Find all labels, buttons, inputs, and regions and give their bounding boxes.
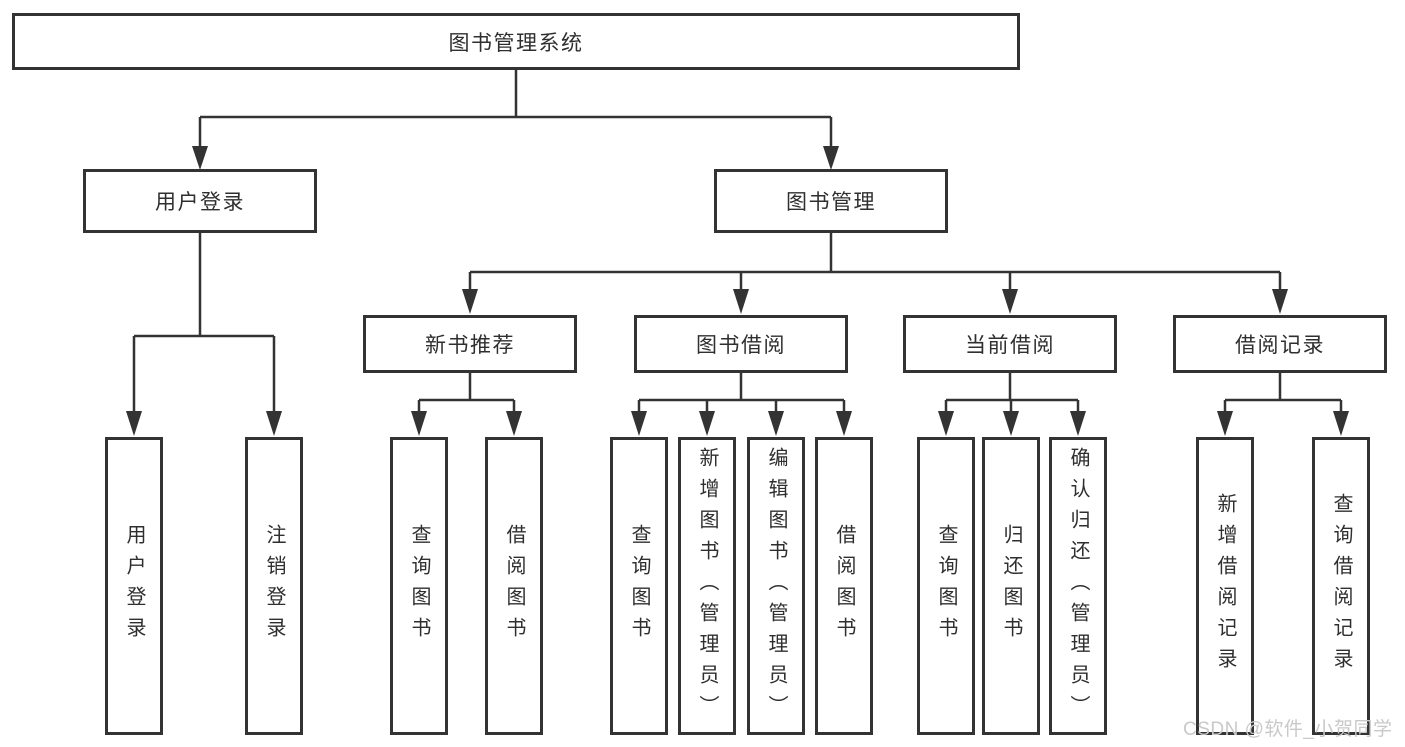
arrowhead — [1002, 289, 1018, 314]
connector-book-borrow — [631, 372, 852, 436]
node-leaf-confirm-return-admin: 确认归还（管理员） — [1049, 437, 1107, 735]
arrowhead — [411, 411, 427, 436]
arrowhead — [462, 289, 478, 314]
node-leaf-borrow-books-recommend: 借阅图书 — [485, 437, 543, 735]
arrowhead — [192, 146, 208, 170]
leaf-label: 归还图书 — [1000, 524, 1022, 648]
node-leaf-edit-book-admin: 编辑图书（管理员） — [747, 437, 805, 735]
arrowhead — [768, 411, 784, 436]
leaf-label: 查询图书 — [628, 524, 650, 648]
node-leaf-borrow-books: 借阅图书 — [815, 437, 873, 735]
connector-root — [192, 70, 839, 170]
arrowhead — [699, 411, 715, 436]
node-book-borrow: 图书借阅 — [634, 315, 848, 373]
leaf-label: 查询图书 — [408, 524, 430, 648]
node-root: 图书管理系统 — [12, 13, 1020, 70]
connector-borrow-record — [1217, 372, 1349, 436]
arrowhead — [1217, 411, 1233, 436]
arrowhead — [1333, 411, 1349, 436]
leaf-label: 用户登录 — [123, 524, 145, 648]
arrowhead — [938, 411, 954, 436]
leaf-label: 查询借阅记录 — [1330, 493, 1352, 679]
node-user-login: 用户登录 — [83, 169, 317, 233]
node-leaf-user-login: 用户登录 — [105, 437, 163, 735]
arrowhead — [126, 411, 142, 436]
node-leaf-logout: 注销登录 — [245, 437, 303, 735]
node-leaf-query-books-recommend: 查询图书 — [390, 437, 448, 735]
arrowhead — [266, 411, 282, 436]
node-leaf-query-books-borrow: 查询图书 — [610, 437, 668, 735]
arrowhead — [836, 411, 852, 436]
connector-book-management — [462, 233, 1288, 314]
leaf-label: 借阅图书 — [503, 524, 525, 648]
connector-new-book — [411, 372, 522, 436]
arrowhead — [1003, 411, 1019, 436]
connector-user-login — [126, 233, 282, 436]
leaf-label: 确认归还（管理员） — [1067, 446, 1089, 726]
node-leaf-query-borrow-record: 查询借阅记录 — [1312, 437, 1370, 735]
arrowhead — [733, 289, 749, 314]
leaf-label: 编辑图书（管理员） — [765, 446, 787, 726]
leaf-label: 新增图书（管理员） — [696, 446, 718, 726]
arrowhead — [1272, 289, 1288, 314]
arrowhead — [1070, 411, 1086, 436]
arrowhead — [823, 146, 839, 170]
arrowhead — [506, 411, 522, 436]
node-leaf-add-book-admin: 新增图书（管理员） — [678, 437, 736, 735]
node-new-book-recommend: 新书推荐 — [363, 315, 577, 373]
arrowhead — [631, 411, 647, 436]
leaf-label: 查询图书 — [935, 524, 957, 648]
leaf-label: 借阅图书 — [833, 524, 855, 648]
leaf-label: 注销登录 — [263, 524, 285, 648]
node-leaf-return-book: 归还图书 — [982, 437, 1040, 735]
node-book-management: 图书管理 — [714, 169, 948, 233]
csdn-watermark: CSDN @软件_小贺同学 — [1183, 719, 1393, 740]
connector-current-borrow — [938, 372, 1086, 436]
leaf-label: 新增借阅记录 — [1214, 493, 1236, 679]
node-current-borrow: 当前借阅 — [903, 315, 1117, 373]
node-leaf-add-borrow-record: 新增借阅记录 — [1196, 437, 1254, 735]
node-leaf-query-books-current: 查询图书 — [917, 437, 975, 735]
node-borrow-record: 借阅记录 — [1173, 315, 1387, 373]
